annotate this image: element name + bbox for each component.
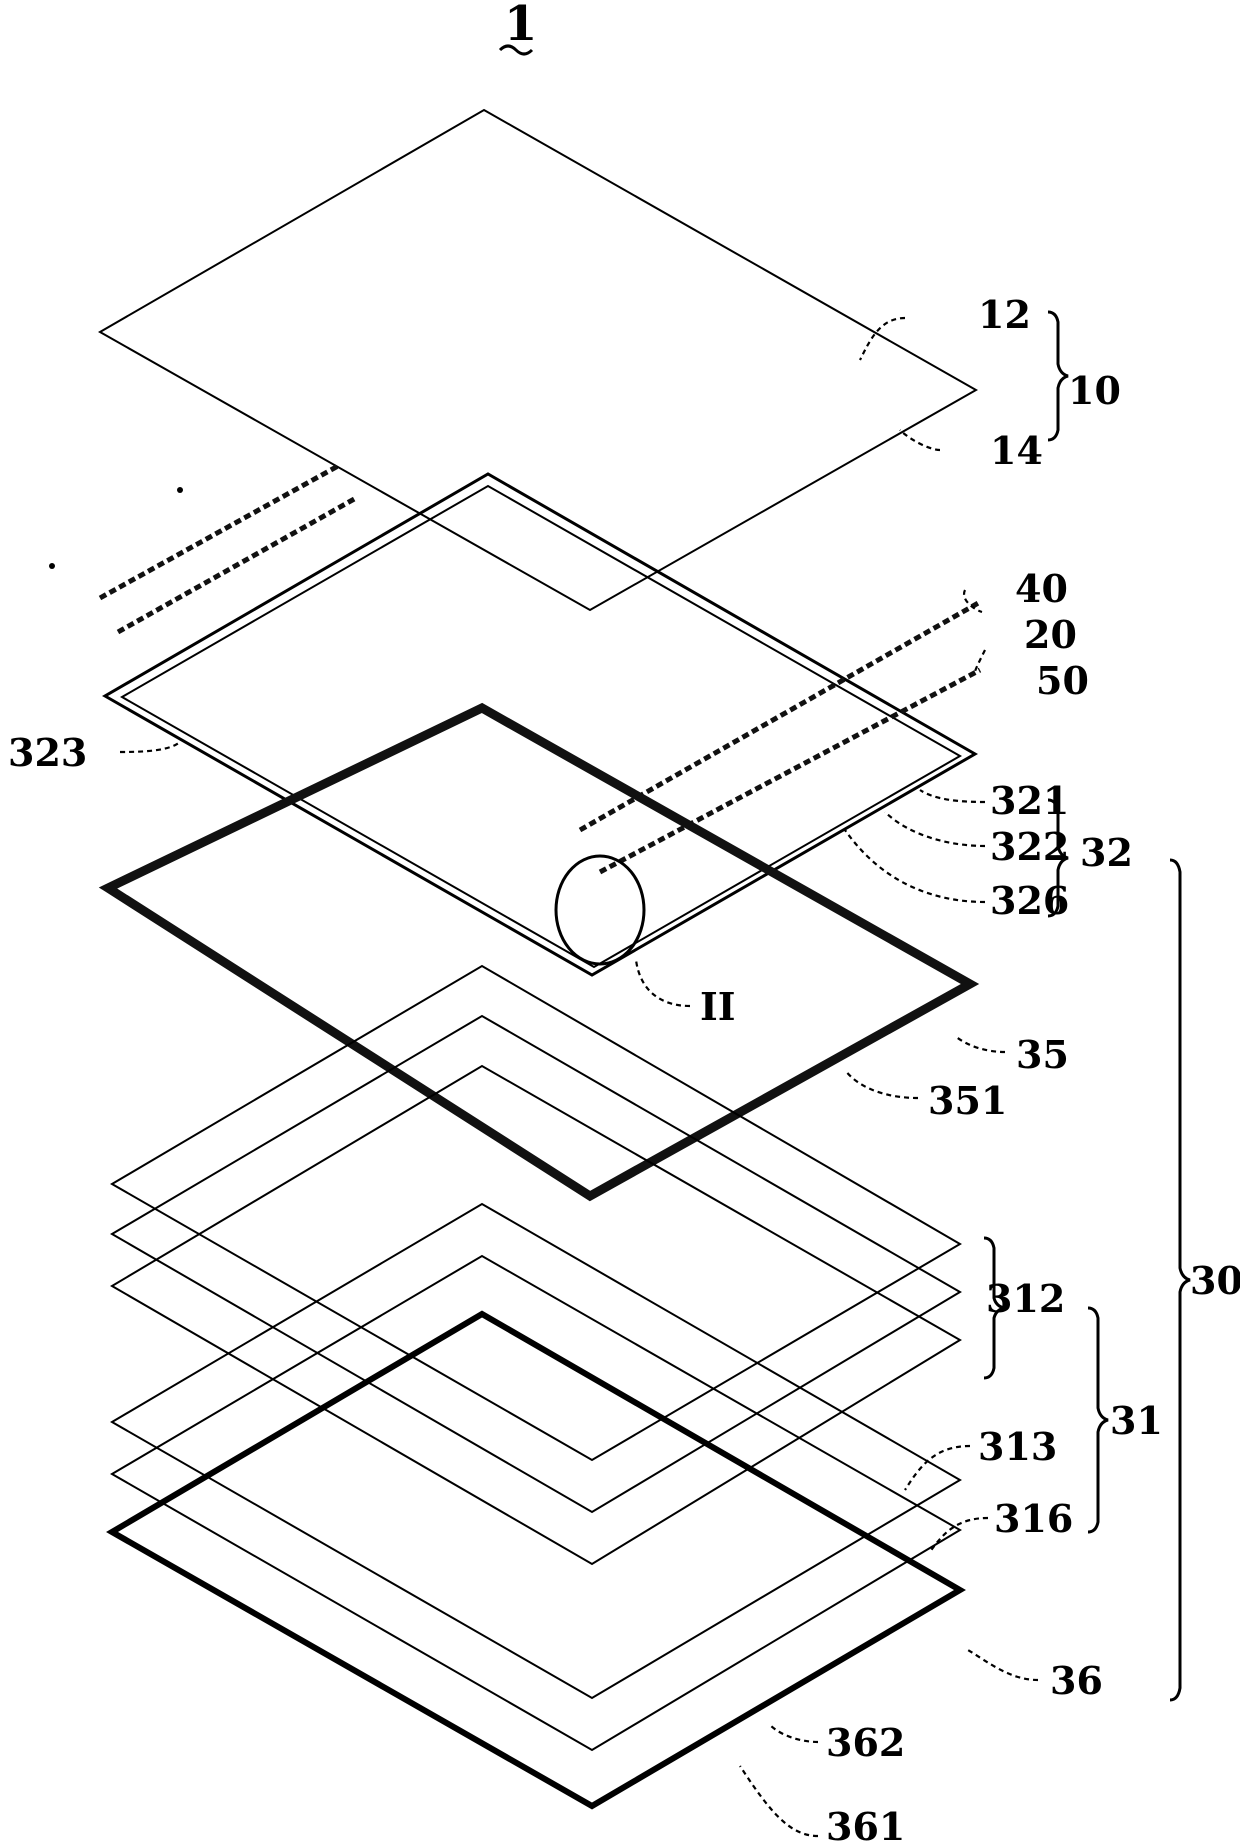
label-ii: II — [700, 984, 736, 1029]
label-12: 12 — [978, 292, 1031, 337]
frame-32-outer — [105, 474, 975, 975]
leader-323 — [120, 742, 180, 752]
label-313: 313 — [978, 1424, 1057, 1469]
brace-10 — [1048, 312, 1068, 440]
label-10: 10 — [1068, 368, 1121, 413]
label-312: 312 — [986, 1276, 1065, 1321]
leader-361 — [740, 1766, 818, 1836]
leader-50 — [975, 650, 985, 672]
label-36: 36 — [1050, 1658, 1103, 1703]
label-32: 32 — [1080, 830, 1133, 875]
dot-mark — [177, 487, 183, 493]
brace-31 — [1088, 1308, 1108, 1532]
label-316: 316 — [994, 1496, 1073, 1541]
leader-326 — [845, 830, 985, 902]
rod-20 — [600, 670, 980, 872]
sheet-312-a — [112, 1016, 960, 1512]
lamp-line-upper — [100, 466, 338, 598]
leader-12 — [860, 318, 905, 360]
dot-mark — [49, 563, 55, 569]
layer-panel-10 — [100, 110, 976, 610]
figure-number: 1 — [504, 0, 537, 52]
label-31: 31 — [1110, 1398, 1163, 1443]
label-322: 322 — [990, 824, 1069, 869]
label-321: 321 — [990, 778, 1069, 823]
leader-35 — [955, 1036, 1005, 1052]
label-351: 351 — [928, 1078, 1007, 1123]
frame-35 — [108, 708, 970, 1196]
leader-316 — [930, 1518, 988, 1552]
leader-36 — [968, 1650, 1038, 1680]
label-35: 35 — [1016, 1032, 1069, 1077]
lamp-line-lower — [118, 498, 356, 632]
label-40: 40 — [1015, 566, 1068, 611]
label-323: 323 — [8, 730, 87, 775]
leader-351 — [845, 1070, 918, 1098]
leader-362 — [770, 1725, 818, 1742]
sheet-312-b — [112, 1066, 960, 1564]
label-362: 362 — [826, 1720, 905, 1765]
leader-321 — [920, 790, 985, 802]
detail-circle-ii — [556, 856, 644, 964]
sheet-316 — [112, 1256, 960, 1750]
sheet-upper — [112, 966, 960, 1460]
label-20: 20 — [1024, 612, 1077, 657]
label-30: 30 — [1190, 1258, 1240, 1303]
leader-14 — [900, 430, 940, 450]
leader-322 — [885, 812, 985, 846]
brace-30 — [1170, 860, 1190, 1700]
label-50: 50 — [1036, 658, 1089, 703]
label-361: 361 — [826, 1804, 905, 1846]
sheet-313 — [112, 1204, 960, 1698]
label-14: 14 — [990, 428, 1043, 473]
label-326: 326 — [990, 878, 1069, 923]
leader-ii — [636, 960, 690, 1006]
